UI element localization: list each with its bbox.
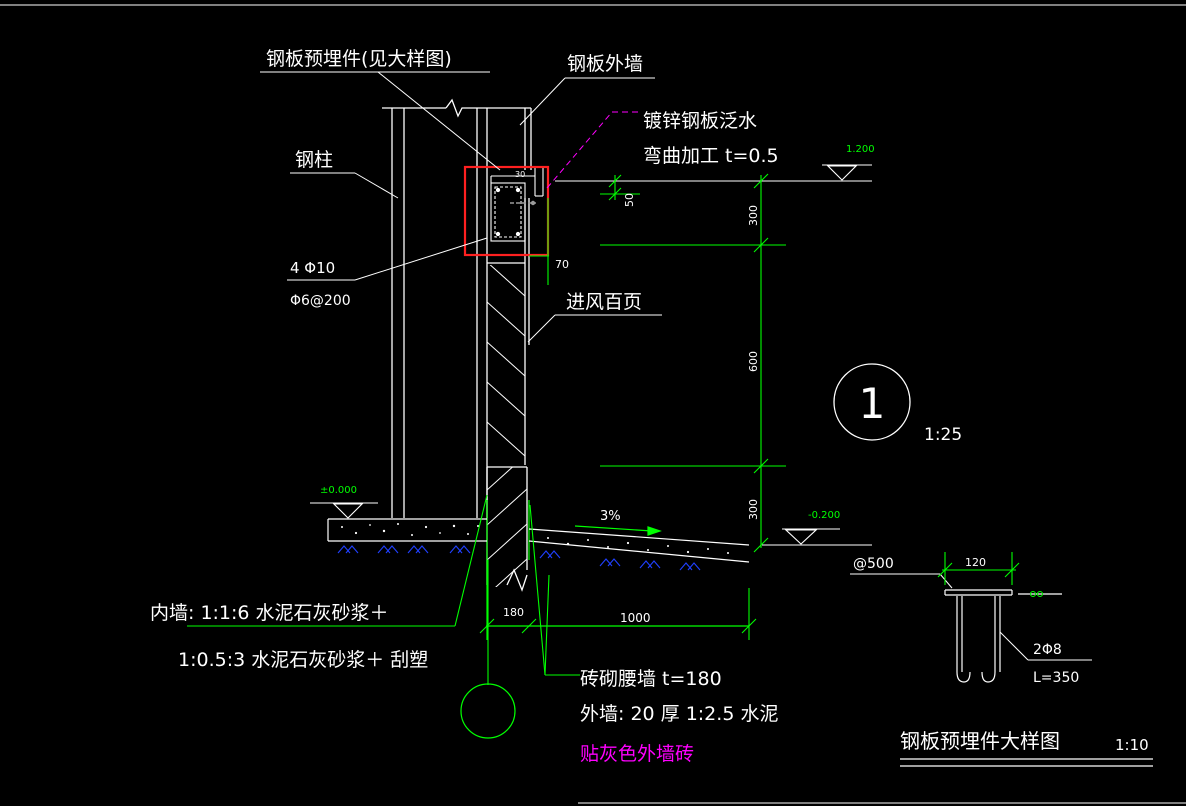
embed-plate-dimension (937, 552, 1044, 598)
detail-title-underline (900, 758, 1153, 767)
embed-length-label: L=350 (1033, 670, 1079, 686)
flashing-leader (546, 111, 640, 189)
brick-wall-label-line1: 砖砌腰墙 t=180 (580, 668, 722, 690)
brick-hatch (487, 467, 527, 587)
rebar-main-label: 4 Φ10 (290, 259, 335, 277)
elevation-marker-outside[interactable] (762, 528, 872, 546)
elevation-top-label: 1.200 (846, 144, 875, 155)
embed-plate-detail[interactable] (944, 589, 1062, 683)
dimension-upper: 300 (747, 205, 760, 226)
louver-hatch (487, 265, 525, 457)
dimension-wall-thickness: 180 (503, 606, 524, 619)
dimension-gutter-top: 50 (623, 193, 636, 207)
gutter-dimension[interactable] (600, 174, 640, 201)
steel-column-label: 钢柱 (295, 149, 333, 171)
horizontal-dimension[interactable] (479, 588, 757, 640)
embed-rebar-label: 2Φ8 (1033, 642, 1062, 658)
brick-wall-label-line2: 外墙: 20 厚 1:2.5 水泥 (580, 703, 778, 725)
elevation-inside-label: ±0.000 (320, 485, 357, 496)
air-louver-label: 进风百页 (566, 291, 642, 313)
slope-arrow (574, 525, 662, 536)
steel-plate-wall[interactable] (476, 107, 532, 518)
vertical-dimension-chain[interactable] (600, 173, 786, 553)
soil-hatch (337, 545, 701, 571)
brick-wall-label-line3: 贴灰色外墙砖 (580, 743, 694, 765)
plate-width-dimension: 120 (965, 556, 986, 569)
slope-label: 3% (600, 509, 621, 524)
flashing-label-line2: 弯曲加工 t=0.5 (643, 145, 779, 167)
leader-end-circle (460, 683, 516, 739)
inner-wall-label-line1: 内墙: 1:1:6 水泥石灰砂浆＋ (150, 602, 389, 624)
detail-scale: 1:10 (1115, 736, 1149, 754)
concrete-ring-beam[interactable] (490, 168, 544, 242)
flashing-label-line1: 镀锌钢板泛水 (643, 110, 757, 132)
section-number: 1 (859, 379, 886, 428)
ground-slab (327, 518, 750, 563)
steel-column[interactable] (382, 98, 480, 518)
brick-base-green (486, 500, 749, 640)
elevation-marker-inside[interactable] (310, 502, 378, 519)
beam-offset-dimension[interactable] (529, 198, 549, 285)
rebar-stirrup-label: Φ6@200 (290, 293, 351, 309)
brick-parapet-wall[interactable] (486, 467, 528, 592)
elevation-outside-label: -0.200 (808, 510, 840, 521)
detail-title: 钢板预埋件大样图 (900, 729, 1060, 753)
embed-part-reference-label: 钢板预埋件(见大样图) (266, 48, 452, 70)
embed-spacing-label: @500 (853, 556, 894, 572)
steel-outer-wall-label: 钢板外墙 (567, 53, 643, 75)
elevation-marker-top[interactable] (555, 164, 872, 182)
dimension-lower: 300 (747, 499, 760, 520)
section-scale-label: 1:25 (924, 425, 962, 445)
ground-slab-speckle (341, 523, 729, 554)
green-leaders (187, 494, 580, 685)
dimension-middle: 600 (747, 351, 760, 372)
inner-wall-label-line2: 1:0.5:3 水泥石灰砂浆＋ 刮塑 (178, 649, 428, 671)
section-symbol-circle[interactable] (833, 363, 911, 441)
dimension-beam-offset: 70 (555, 258, 569, 271)
label-leaders (260, 71, 1092, 661)
embed-anchor-dot (530, 200, 536, 206)
dimension-apron-width: 1000 (620, 611, 651, 625)
beam-small-mark: 30 (515, 170, 525, 179)
